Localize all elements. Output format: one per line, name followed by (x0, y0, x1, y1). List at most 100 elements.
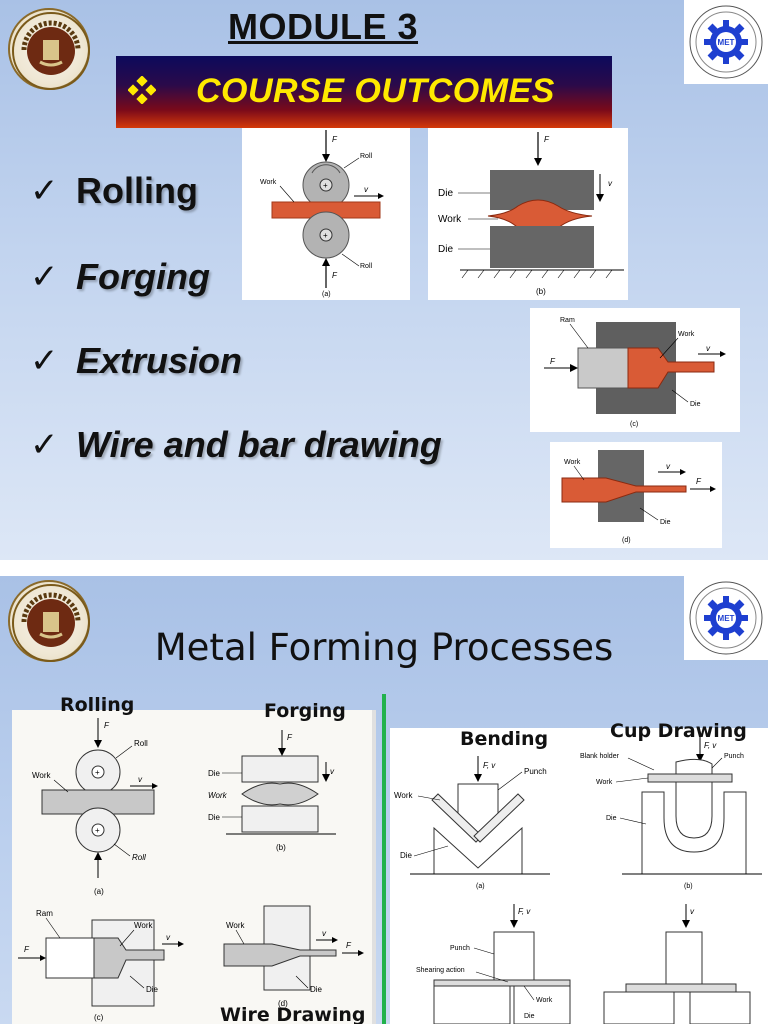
college-logo (8, 580, 90, 662)
label-wire-drawing: Wire Drawing (220, 1004, 366, 1024)
svg-text:(b): (b) (536, 287, 546, 296)
svg-text:+: + (95, 768, 100, 777)
svg-text:Die: Die (438, 244, 453, 255)
module-title: MODULE 3 (228, 6, 419, 47)
slide-gap (0, 560, 768, 576)
checkmark-icon: ✓ (30, 171, 59, 211)
svg-text:v: v (166, 933, 171, 942)
college-seal-icon (12, 12, 90, 90)
svg-text:Work: Work (564, 459, 581, 466)
gear-logo-icon: MET (689, 581, 763, 655)
svg-text:(d): (d) (622, 537, 631, 544)
svg-text:v: v (706, 344, 711, 353)
svg-text:v: v (666, 462, 671, 471)
svg-text:Work: Work (678, 331, 695, 338)
svg-text:(a): (a) (322, 291, 331, 298)
svg-text:MET: MET (718, 614, 735, 623)
label-cup-drawing: Cup Drawing (610, 720, 747, 742)
svg-text:+: + (323, 231, 328, 240)
department-logo: MET (684, 576, 768, 660)
svg-text:Die: Die (606, 815, 617, 822)
svg-text:F: F (24, 945, 30, 954)
outcome-label: Forging (76, 256, 210, 297)
svg-text:F: F (332, 135, 338, 144)
svg-text:(a): (a) (94, 887, 104, 896)
svg-text:Work: Work (596, 779, 613, 786)
gear-logo-icon: MET (689, 5, 763, 79)
svg-text:Work: Work (260, 179, 277, 186)
svg-text:v: v (364, 185, 369, 194)
svg-text:F: F (696, 477, 702, 486)
svg-text:Work: Work (226, 921, 246, 930)
outcome-label: Wire and bar drawing (76, 424, 442, 465)
svg-text:F: F (550, 357, 556, 366)
svg-text:(b): (b) (276, 843, 286, 852)
outcome-item-wire-drawing: ✓ Wire and bar drawing (30, 424, 442, 466)
svg-text:Punch: Punch (524, 767, 547, 776)
figure-forging: F v Die Work Die (b) (428, 128, 628, 300)
svg-text:Roll: Roll (360, 153, 373, 160)
svg-text:Die: Die (146, 985, 159, 994)
college-seal-icon (12, 584, 90, 662)
svg-text:Work: Work (134, 921, 154, 930)
svg-text:Work: Work (394, 791, 414, 800)
outcome-label: Extrusion (76, 340, 243, 381)
forming-processes-right-panel: F, v Punch Work Die (a) F, v Blank holde… (390, 728, 768, 1024)
svg-text:Die: Die (400, 851, 413, 860)
svg-text:Punch: Punch (724, 753, 744, 760)
svg-text:Roll: Roll (132, 853, 146, 862)
figure-extrusion: F v Ram Work Die (c) (530, 308, 740, 432)
checkmark-icon: ✓ (30, 425, 59, 465)
svg-text:F: F (104, 721, 110, 730)
outcomes-heading: COURSE OUTCOMES (196, 72, 555, 110)
svg-text:F, v: F, v (704, 741, 717, 750)
dept-logo-abbr: MET (718, 38, 735, 47)
outcome-label: Rolling (76, 170, 198, 211)
svg-text:Blank holder: Blank holder (580, 753, 620, 760)
svg-text:Die: Die (208, 813, 221, 822)
svg-text:Ram: Ram (560, 317, 575, 324)
svg-text:(c): (c) (94, 1013, 104, 1022)
svg-text:Die: Die (660, 519, 671, 526)
diamond-bullet-icon (128, 76, 156, 104)
svg-text:F, v: F, v (518, 907, 531, 916)
svg-text:v: v (138, 775, 143, 784)
svg-text:+: + (95, 826, 100, 835)
label-bending: Bending (460, 728, 549, 750)
svg-text:F, v: F, v (483, 761, 496, 770)
outcome-item-rolling: ✓ Rolling (30, 170, 198, 212)
svg-text:v: v (330, 767, 335, 776)
slide-metal-forming: MET Metal Forming Processes F + + Roll R… (0, 576, 768, 1024)
svg-text:+: + (323, 181, 328, 190)
slide-title: Metal Forming Processes (154, 626, 614, 669)
svg-text:Shearing action: Shearing action (416, 967, 465, 974)
svg-text:Die: Die (310, 985, 323, 994)
svg-text:F: F (287, 733, 293, 742)
svg-text:F: F (346, 941, 352, 950)
svg-text:v: v (608, 179, 613, 188)
svg-text:v: v (690, 907, 695, 916)
svg-text:Die: Die (438, 188, 453, 199)
label-forging: Forging (264, 700, 346, 722)
svg-text:F: F (332, 271, 338, 280)
slide-course-outcomes: MODULE 3 MET COURSE OUTCO (0, 0, 768, 560)
svg-text:(a): (a) (476, 883, 485, 890)
checkmark-icon: ✓ (30, 341, 59, 381)
svg-text:Die: Die (524, 1013, 535, 1020)
svg-text:Work: Work (536, 997, 553, 1004)
figure-rolling: F + + F Roll Roll Work v (a) (242, 128, 410, 300)
svg-text:v: v (322, 929, 327, 938)
svg-text:F: F (544, 135, 550, 144)
svg-text:Punch: Punch (450, 945, 470, 952)
svg-text:Ram: Ram (36, 909, 53, 918)
svg-text:Roll: Roll (134, 739, 148, 748)
panel-divider (382, 694, 386, 1024)
outcomes-banner (116, 56, 612, 128)
svg-text:(c): (c) (630, 421, 638, 428)
outcome-item-extrusion: ✓ Extrusion (30, 340, 242, 382)
svg-text:Work: Work (208, 791, 228, 800)
checkmark-icon: ✓ (30, 257, 59, 297)
svg-text:(b): (b) (684, 883, 693, 890)
college-logo (8, 8, 90, 90)
outcome-item-forging: ✓ Forging (30, 256, 210, 298)
